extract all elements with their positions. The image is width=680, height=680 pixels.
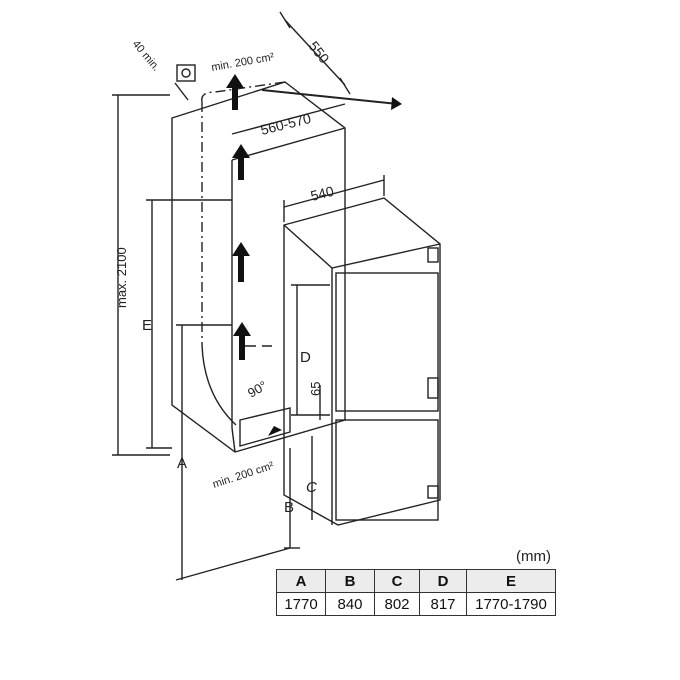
upper-door <box>335 272 439 412</box>
bottom-vent-grill <box>239 407 291 447</box>
fridge-body <box>283 197 441 526</box>
label-dim-D: D <box>300 349 311 366</box>
table-header: A <box>276 569 326 593</box>
label-dim-B: B <box>284 499 294 516</box>
dim-line-560-570 <box>231 103 346 135</box>
airflow-arrow-upper <box>232 144 250 180</box>
label-appliance-width: 540 <box>309 183 336 204</box>
table-cell: 817 <box>419 592 467 616</box>
table-cell: 802 <box>374 592 420 616</box>
lower-door <box>335 419 439 521</box>
airflow-arrow-lower <box>233 322 251 360</box>
table-cell: 840 <box>325 592 375 616</box>
cable-route <box>201 81 286 103</box>
table-header: D <box>419 569 467 593</box>
wall-socket <box>176 64 196 82</box>
label-depth-550: 550 <box>306 38 333 66</box>
dimensions-table: A B C D E 1770 840 802 817 1770-1790 <box>276 569 556 616</box>
hinge-top <box>427 247 439 263</box>
label-max-height: max. 2100 <box>114 247 129 308</box>
table-header: B <box>325 569 375 593</box>
label-vent-top: min. 200 cm² <box>210 51 275 74</box>
dim-line-550 <box>284 19 346 86</box>
cabinet-inner-edge <box>231 127 346 161</box>
label-dim-C: C <box>306 479 317 496</box>
unit-label: (mm) <box>516 548 551 565</box>
airflow-arrow-inlet <box>268 426 282 436</box>
dim-line-540 <box>283 179 385 208</box>
table-cell: 1770-1790 <box>466 592 556 616</box>
label-dim-E: E <box>142 317 152 334</box>
table-row: 1770 840 802 817 1770-1790 <box>276 592 556 616</box>
hinge-bottom <box>427 485 439 499</box>
table-header: C <box>374 569 420 593</box>
label-angle: 90° <box>245 378 270 401</box>
label-dim-A: A <box>177 455 187 472</box>
airflow-arrow-middle <box>232 242 250 282</box>
label-dim-65: 65 <box>308 382 323 396</box>
table-cell: 1770 <box>276 592 326 616</box>
airflow-arrow-exit <box>391 97 402 110</box>
hinge-middle <box>427 377 439 399</box>
airflow-arrow-top <box>226 74 244 110</box>
label-niche-width: 560-570 <box>259 110 313 138</box>
label-vent-bottom: min. 200 cm² <box>211 460 275 491</box>
table-header: E <box>466 569 556 593</box>
label-gap-40: 40 min. <box>130 38 162 73</box>
table-header-row: A B C D E <box>276 569 556 593</box>
